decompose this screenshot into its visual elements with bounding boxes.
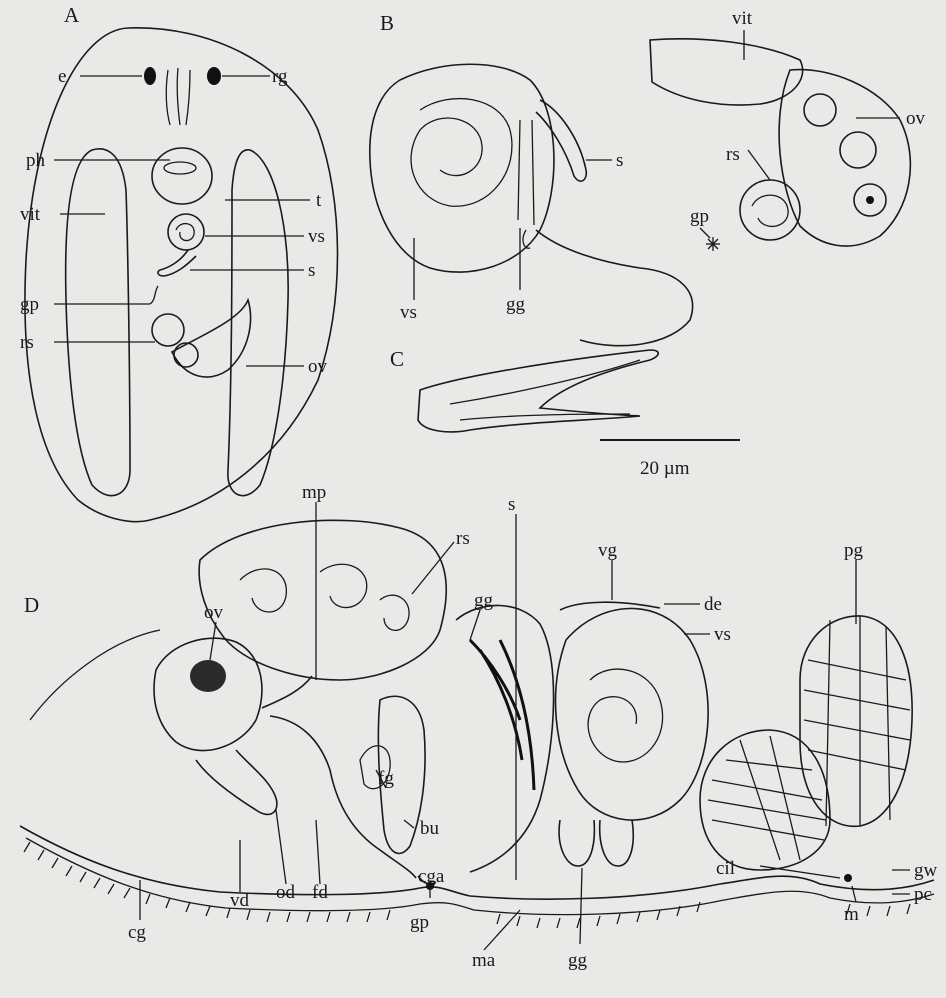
panel-d-label-cg: cg — [128, 922, 146, 943]
panel-d-title: D — [24, 593, 39, 617]
panel-b-genital-pore — [706, 237, 720, 251]
panel-d-label-ov: ov — [204, 602, 224, 623]
panel-d-label-pg: pg — [844, 540, 864, 561]
panel-d-label-ma: ma — [472, 950, 496, 971]
panel-d-label-gp: gp — [410, 912, 429, 933]
panel-a-label-gp: gp — [20, 294, 39, 315]
panel-a-label-rs: rs — [20, 332, 34, 353]
panel-a-title: A — [64, 3, 80, 27]
panel-d-label-s: s — [508, 494, 515, 515]
panel-d-label-de: de — [704, 594, 722, 615]
panel-a-label-rg: rg — [272, 66, 288, 87]
panel-a-label-t: t — [316, 190, 322, 211]
panel-d-label-vs: vs — [714, 624, 731, 645]
panel-d-label-fd: fd — [312, 882, 328, 903]
panel-b-label-vs: vs — [400, 302, 417, 323]
panel-b-ovary-nucleus — [866, 196, 874, 204]
panel-a-label-e: e — [58, 66, 66, 87]
panel-a-label-ov: ov — [308, 356, 328, 377]
panel-b-title: B — [380, 11, 394, 35]
panel-d-label-od: od — [276, 882, 296, 903]
panel-d-label-gw: gw — [914, 860, 938, 881]
panel-d-ovary-nucleus — [190, 660, 226, 692]
panel-d-male-pore — [844, 874, 852, 882]
panel-b-label-ov: ov — [906, 108, 926, 129]
panel-d-label-fg: fg — [378, 768, 394, 789]
panel-d-label-pc: pc — [914, 884, 932, 905]
panel-a-eye-right — [207, 67, 221, 85]
panel-b-label-s: s — [616, 150, 623, 171]
panel-c-scale-label: 20 µm — [640, 458, 690, 479]
panel-a-label-ph: ph — [26, 150, 46, 171]
panel-d-label-bu: bu — [420, 818, 440, 839]
panel-a-label-s: s — [308, 260, 315, 281]
panel-a-label-vs: vs — [308, 226, 325, 247]
panel-d-label-gg-bottom: gg — [568, 950, 588, 971]
panel-c-title: C — [390, 347, 404, 371]
panel-d-label-cil: cil — [716, 858, 735, 879]
panel-b-label-vit: vit — [732, 8, 753, 29]
panel-d-label-rs: rs — [456, 528, 470, 549]
panel-a-eye-left — [144, 67, 156, 85]
panel-b-label-rs: rs — [726, 144, 740, 165]
panel-b-label-gg: gg — [506, 294, 526, 315]
panel-d-label-mp: mp — [302, 482, 326, 503]
panel-d-label-vg: vg — [598, 540, 618, 561]
panel-d-label-cga: cga — [418, 866, 445, 887]
panel-b-label-gp: gp — [690, 206, 709, 227]
panel-a-label-vit: vit — [20, 204, 41, 225]
panel-d-label-m: m — [844, 904, 859, 925]
panel-d-label-gg-top: gg — [474, 590, 494, 611]
panel-d-label-vd: vd — [230, 890, 250, 911]
